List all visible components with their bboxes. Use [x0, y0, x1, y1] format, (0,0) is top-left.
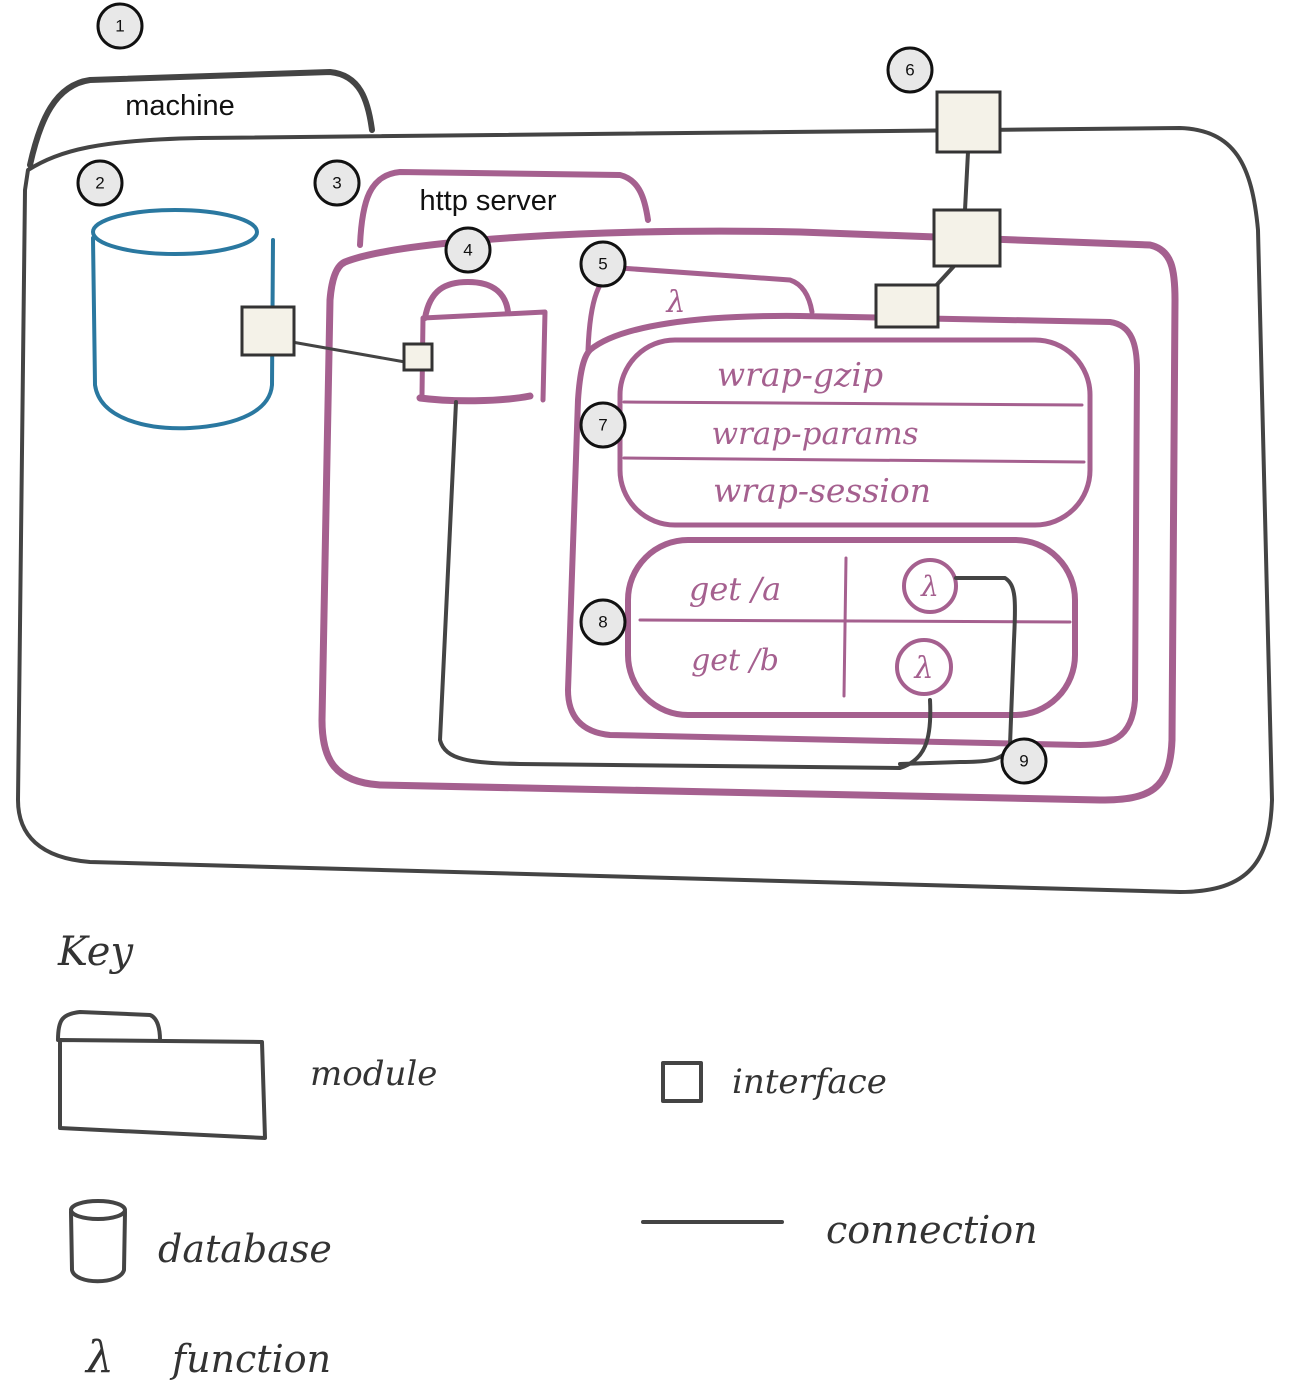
badge-3: 3 [313, 159, 361, 207]
routes-table: get /a get /b λ λ [625, 537, 1078, 718]
key-legend: Key module interface database connection… [56, 929, 1038, 1383]
http-server-module: http server [318, 169, 1179, 804]
svg-text:7: 7 [598, 416, 607, 435]
connections [290, 150, 1017, 770]
machine-interface [935, 90, 1002, 154]
badges: 1 2 3 4 5 6 7 8 9 [76, 2, 1048, 785]
route-b-path: get /b [691, 643, 779, 678]
database-interface [240, 305, 296, 357]
svg-text:1: 1 [115, 17, 124, 36]
badge-7: 7 [579, 401, 627, 449]
key-module-label: module [310, 1054, 437, 1094]
http-server-tab [357, 169, 651, 248]
key-interface-label: interface [732, 1062, 887, 1102]
badge-8: 8 [579, 598, 627, 646]
key-title: Key [57, 929, 134, 975]
key-function-symbol: λ [84, 1332, 114, 1383]
handler-lambda-label: λ [665, 285, 685, 320]
middleware-gzip: wrap-gzip [717, 355, 883, 394]
key-database-symbol-top [69, 1199, 127, 1221]
machine-module: machine [16, 69, 1274, 894]
port-interface [402, 342, 434, 372]
svg-text:4: 4 [463, 241, 472, 260]
middleware-divider-2 [622, 456, 1086, 464]
database [91, 208, 275, 431]
interfaces [240, 90, 1002, 372]
routes-outline [625, 537, 1078, 718]
svg-text:8: 8 [598, 613, 607, 632]
routes-col-divider [842, 556, 848, 698]
http-server-label: http server [420, 185, 557, 217]
route-a-function-circle [902, 558, 958, 614]
badge-5: 5 [579, 240, 627, 288]
badge-6: 6 [886, 46, 934, 94]
http-server-interface [932, 208, 1002, 268]
svg-text:9: 9 [1019, 752, 1028, 771]
svg-text:2: 2 [95, 174, 104, 193]
connection-route-a-loop [898, 576, 1017, 766]
key-database-symbol-body [69, 1210, 127, 1284]
middleware-stack: wrap-gzip wrap-params wrap-session [617, 337, 1093, 528]
route-a-function: λ [920, 570, 939, 603]
route-b-function: λ [913, 651, 933, 686]
key-interface-symbol [661, 1061, 703, 1103]
badge-9: 9 [1000, 737, 1048, 785]
key-module-symbol-tab [56, 1010, 162, 1042]
connection-db-to-port [290, 340, 407, 364]
middleware-session: wrap-session [713, 471, 931, 510]
port-body [419, 309, 548, 403]
database-body [91, 236, 275, 431]
route-b-function-circle [895, 638, 953, 696]
svg-text:6: 6 [905, 61, 914, 80]
machine-body [16, 126, 1274, 894]
port-bottom [416, 392, 534, 405]
badge-2: 2 [76, 159, 124, 207]
handler-body [565, 312, 1140, 748]
key-function-label: function [169, 1337, 331, 1381]
routes-row-divider [638, 618, 1072, 624]
route-a-path: get /a [689, 570, 781, 608]
badge-1: 1 [96, 2, 144, 50]
badge-4: 4 [444, 226, 492, 274]
middleware-params: wrap-params [711, 416, 918, 452]
http-port-module [416, 279, 548, 405]
port-tab [422, 279, 511, 321]
key-connection-label: connection [826, 1208, 1038, 1252]
key-database-label: database [158, 1227, 332, 1271]
middleware-divider-1 [622, 400, 1084, 407]
machine-label: machine [125, 90, 235, 122]
svg-text:3: 3 [332, 174, 341, 193]
handler-interface [874, 283, 940, 329]
key-module-symbol-body [58, 1038, 267, 1140]
machine-tab [27, 69, 375, 168]
connection-routes-to-port [438, 400, 933, 770]
svg-text:5: 5 [598, 255, 607, 274]
http-server-body [318, 227, 1179, 804]
database-top [91, 208, 259, 256]
